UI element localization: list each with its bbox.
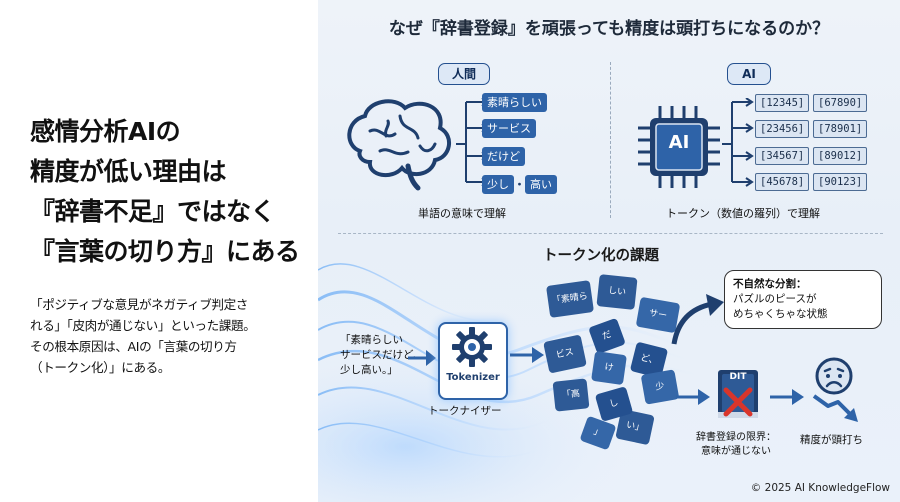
word-separator: ・ — [514, 178, 525, 191]
dictionary-caption: 辞書登録の限界： 意味が通じない — [686, 431, 786, 459]
human-word-4-group: 少し・高い — [482, 173, 557, 194]
token-4: [78901] — [813, 120, 868, 138]
token-5: [34567] — [755, 147, 810, 165]
token-6: [89012] — [813, 147, 868, 165]
bubble-line-3: めちゃくちゃな状態 — [733, 308, 828, 320]
headline-line-4: 『言葉の切り方』にある — [30, 237, 300, 266]
tokenization-heading: トークン化の課題 — [543, 248, 659, 264]
human-caption: 単語の意味で理解 — [418, 207, 506, 220]
horizontal-divider — [338, 233, 883, 234]
token-7: [45678] — [755, 173, 810, 191]
dictionary-label: DIT — [729, 372, 747, 382]
unnatural-split-bubble: 不自然な分割： パズルのピースが めちゃくちゃな状態 — [724, 270, 882, 329]
result-caption: 精度が頭打ち — [800, 434, 863, 446]
input-quote-line-2: サービスだけど、 — [340, 349, 424, 361]
bubble-line-1: 不自然な分割： — [733, 278, 807, 290]
left-panel: 感情分析AIの 精度が低い理由は 『辞書不足』ではなく 『言葉の切り方』にある … — [0, 0, 318, 502]
puzzle-piece: 「素晴ら — [545, 280, 595, 318]
human-word-4: 少し — [482, 175, 514, 194]
brain-icon — [347, 99, 451, 191]
human-word-5: 高い — [525, 175, 557, 194]
ai-caption: トークン（数値の羅列）で理解 — [666, 207, 820, 220]
section-divider — [610, 62, 611, 218]
infographic-panel: なぜ『辞書登録』を頑張っても精度は頭打ちになるのか？ 人間 素晴らしい サービス… — [318, 0, 900, 502]
sad-face-icon — [815, 357, 853, 395]
input-quote-line-1: 「素晴らしい — [340, 334, 403, 346]
input-quote: 「素晴らしい サービスだけど、 少し高い。」 — [340, 333, 423, 378]
token-1: [12345] — [755, 94, 810, 112]
description-line-2: れる」「皮肉が通じない」といった課題。 — [30, 318, 256, 333]
tokenizer-caption: トークナイザー — [428, 405, 502, 417]
tokenizer-label: Tokenizer — [446, 372, 500, 383]
dictionary-caption-line-2: 意味が通じない — [701, 446, 771, 457]
human-label: 人間 — [438, 63, 490, 85]
human-word-3: だけど — [482, 147, 525, 166]
puzzle-piece: け — [591, 350, 627, 386]
dictionary-book-icon — [718, 370, 758, 418]
description-line-4: （トークン化）」にある。 — [30, 360, 171, 375]
gear-icon — [452, 327, 492, 367]
description: 「ポジティブな意見がネガティブ判定さ れる」「皮肉が通じない」といった課題。 そ… — [30, 294, 310, 378]
downward-trend-arrow-icon — [812, 394, 858, 422]
ai-chip-label: AI — [668, 132, 690, 153]
input-arrow-icon — [408, 350, 436, 366]
human-word-1: 素晴らしい — [482, 93, 547, 112]
description-line-1: 「ポジティブな意見がネガティブ判定さ — [30, 297, 248, 312]
infographic-title: なぜ『辞書登録』を頑張っても精度は頭打ちになるのか？ — [388, 19, 830, 39]
copyright: © 2025 AI KnowledgeFlow — [750, 482, 890, 494]
headline-line-1: 感情分析AIの — [30, 117, 181, 146]
curved-arrow-icon — [671, 294, 724, 345]
description-line-3: その根本原因は、AIの「言葉の切り方 — [30, 339, 237, 354]
ai-chip-icon — [638, 106, 720, 188]
input-quote-line-3: 少し高い。」 — [340, 364, 398, 376]
token-3: [23456] — [755, 120, 810, 138]
ai-branch-lines — [722, 98, 754, 187]
token-2: [67890] — [813, 94, 868, 112]
ai-label: AI — [727, 63, 771, 85]
token-8: [90123] — [813, 173, 868, 191]
headline-line-3: 『辞書不足』ではなく — [30, 197, 276, 226]
human-word-2: サービス — [482, 119, 536, 138]
dictionary-caption-line-1: 辞書登録の限界： — [696, 432, 776, 443]
tokenizer-output-arrow-icon — [510, 347, 544, 363]
to-dictionary-arrow-icon — [676, 389, 710, 405]
bubble-line-2: パズルのピースが — [733, 293, 817, 305]
puzzle-piece: しい — [596, 274, 638, 310]
to-result-arrow-icon — [770, 389, 804, 405]
headline-line-2: 精度が低い理由は — [30, 157, 227, 186]
headline: 感情分析AIの 精度が低い理由は 『辞書不足』ではなく 『言葉の切り方』にある — [30, 112, 315, 272]
puzzle-piece: 「高 — [552, 378, 590, 412]
